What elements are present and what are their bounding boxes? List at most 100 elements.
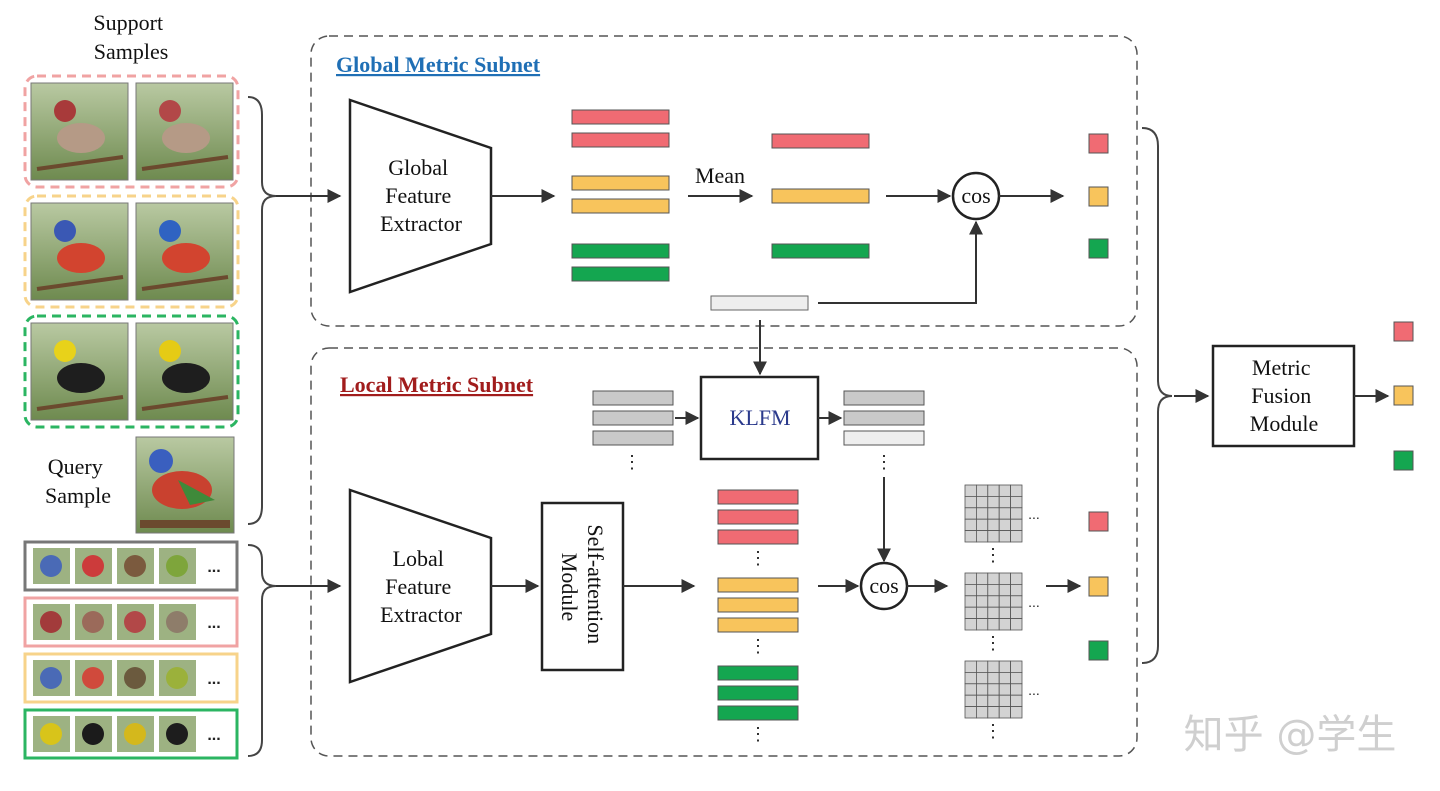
klfm-output-bar (843, 410, 925, 426)
final-score-yellow (1393, 385, 1414, 406)
grid-vdots: ⋮ (984, 545, 1002, 565)
final-score-squares (1393, 321, 1414, 471)
patch-image (117, 548, 154, 584)
support-group-green (23, 314, 240, 429)
similarity-grid: ... ⋮ (964, 572, 1040, 653)
similarity-grid: ... ⋮ (964, 660, 1040, 741)
query-global-feature-bar (710, 295, 809, 311)
fusion-brace (1141, 127, 1173, 664)
local-score-red (1088, 511, 1109, 532)
prototype-bar-green (771, 243, 870, 259)
mean-label: Mean (695, 163, 745, 188)
metric-fusion-box (1211, 344, 1356, 448)
local-feature-ellipsis: ⋮ (749, 548, 767, 568)
patch-image (75, 604, 112, 640)
support-image (30, 322, 129, 421)
support-group-yellow (23, 194, 240, 309)
prototype-bar-red (771, 133, 870, 149)
klfm-output-ellipsis: ⋮ (875, 452, 893, 472)
final-score-green (1393, 450, 1414, 471)
klfm-box (699, 375, 820, 461)
prototype-bars (771, 133, 870, 259)
similarity-matrices: ... ⋮... ⋮... ⋮ (964, 484, 1040, 741)
patch-image (159, 660, 196, 696)
patch-image (33, 716, 70, 752)
local-feature-bar-yellow (717, 597, 799, 613)
support-samples-label: Support Samples (93, 10, 168, 64)
local-cos-label: cos (869, 573, 898, 598)
local-feature-bar-green (717, 685, 799, 701)
query-sample-label: Query Sample (45, 454, 111, 508)
local-feature-bar-red (717, 509, 799, 525)
klfm-output-bar (843, 430, 925, 446)
local-patch-rows: ............ (23, 540, 239, 760)
support-sample-groups (23, 74, 240, 429)
klfm-input-bar (592, 390, 674, 406)
patch-image (117, 716, 154, 752)
local-feature-bar-yellow (717, 617, 799, 633)
support-image (135, 202, 234, 301)
similarity-grid: ... ⋮ (964, 484, 1040, 565)
local-feature-bar-green (717, 705, 799, 721)
self-attention-label: Self-attention Module (557, 524, 608, 649)
local-feature-bar-yellow (717, 577, 799, 593)
grid-hdots: ... (1028, 506, 1040, 522)
klfm-input-bar (592, 430, 674, 446)
patch-image (33, 660, 70, 696)
global-feature-bar-red (571, 109, 670, 125)
support-image (30, 202, 129, 301)
patch-image (159, 548, 196, 584)
global-subnet-title: Global Metric Subnet (336, 52, 541, 77)
global-score-yellow (1088, 186, 1109, 207)
patch-image (159, 604, 196, 640)
local-feature-ellipsis: ⋮ (749, 636, 767, 656)
local-score-yellow (1088, 576, 1109, 597)
local-feature-extractor-label: Lobal Feature Extractor (380, 546, 463, 627)
local-feature-bar-red (717, 489, 799, 505)
klfm-input-bar (592, 410, 674, 426)
grid-hdots: ... (1028, 594, 1040, 610)
support-image (135, 322, 234, 421)
patch-image (33, 604, 70, 640)
global-feature-bar-green (571, 243, 670, 259)
support-brace (247, 96, 277, 525)
patch-row-ellipsis: ... (207, 615, 220, 632)
patch-brace (247, 544, 277, 757)
patch-image (75, 548, 112, 584)
support-image (135, 82, 234, 181)
patch-image (75, 716, 112, 752)
global-subnet-box (310, 35, 1138, 327)
global-feature-bar-yellow (571, 198, 670, 214)
local-score-squares (1088, 511, 1109, 661)
global-feature-extractor-shape (348, 98, 493, 294)
local-subnet-box (310, 347, 1138, 757)
patch-image (75, 660, 112, 696)
local-score-green (1088, 640, 1109, 661)
global-feature-bars (571, 109, 670, 282)
local-feature-bar-green (717, 665, 799, 681)
local-feature-bar-red (717, 529, 799, 545)
klfm-output-bar (843, 390, 925, 406)
global-score-green (1088, 238, 1109, 259)
grid-vdots: ⋮ (984, 721, 1002, 741)
watermark: 知乎 @学生 (1184, 712, 1397, 758)
patch-row-ellipsis: ... (207, 671, 220, 688)
metric-fusion-label: Metric Fusion Module (1250, 355, 1318, 436)
local-subnet-title: Local Metric Subnet (340, 372, 534, 397)
global-score-red (1088, 133, 1109, 154)
global-feature-bar-red (571, 132, 670, 148)
global-feature-bar-green (571, 266, 670, 282)
arrow-query-to-cos (818, 220, 983, 304)
support-group-red (23, 74, 240, 189)
patch-image (33, 548, 70, 584)
grid-hdots: ... (1028, 682, 1040, 698)
global-feature-extractor-label: Global Feature Extractor (380, 155, 463, 236)
local-feature-bars: ⋮⋮⋮ (717, 489, 799, 744)
global-score-squares (1088, 133, 1109, 259)
klfm-input-bars (592, 390, 674, 446)
patch-image (117, 604, 154, 640)
support-image (30, 82, 129, 181)
grid-vdots: ⋮ (984, 633, 1002, 653)
final-score-red (1393, 321, 1414, 342)
